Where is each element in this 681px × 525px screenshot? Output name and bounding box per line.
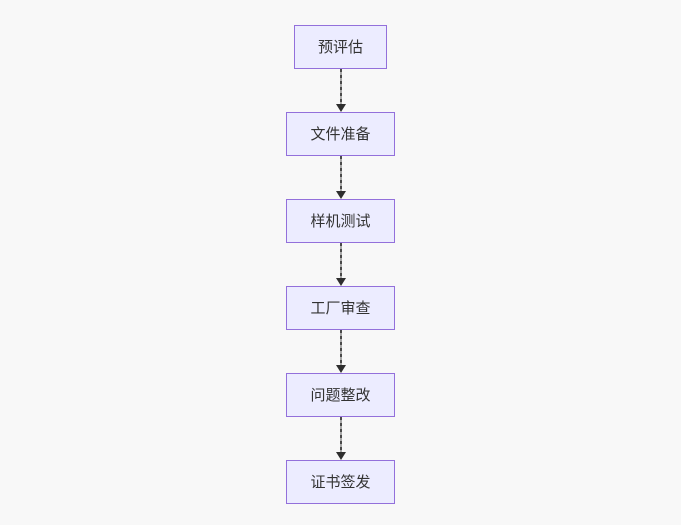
- flow-node-label: 预评估: [317, 38, 363, 56]
- dashed-edge-line: [339, 156, 342, 192]
- flow-node-certificate-issuance: 证书签发: [286, 460, 395, 504]
- arrow-down-icon: [335, 104, 346, 112]
- flow-node-label: 证书签发: [310, 473, 371, 491]
- arrow-down-icon: [335, 191, 346, 199]
- flow-edge-3: [335, 243, 347, 286]
- flow-edge-5: [335, 417, 347, 460]
- flow-node-issue-rectification: 问题整改: [286, 373, 395, 417]
- certification-process-flowchart: 预评估 文件准备 样机测试 工厂审查 问题整改: [0, 25, 681, 504]
- dashed-edge-line: [339, 243, 342, 279]
- arrow-down-icon: [335, 278, 346, 286]
- flow-edge-4: [335, 330, 347, 373]
- flow-node-label: 工厂审查: [310, 299, 371, 317]
- flow-node-label: 问题整改: [310, 386, 371, 404]
- flow-edge-2: [335, 156, 347, 199]
- flow-node-label: 样机测试: [310, 212, 371, 230]
- arrow-down-icon: [335, 365, 346, 373]
- dashed-edge-line: [339, 417, 342, 453]
- flow-node-factory-audit: 工厂审查: [286, 286, 395, 330]
- arrow-down-icon: [335, 452, 346, 460]
- dashed-edge-line: [339, 69, 342, 105]
- flow-node-pre-evaluation: 预评估: [293, 25, 387, 69]
- flow-node-document-preparation: 文件准备: [286, 112, 395, 156]
- flow-node-label: 文件准备: [310, 125, 371, 143]
- flow-node-prototype-testing: 样机测试: [286, 199, 395, 243]
- dashed-edge-line: [339, 330, 342, 366]
- flow-edge-1: [335, 69, 347, 112]
